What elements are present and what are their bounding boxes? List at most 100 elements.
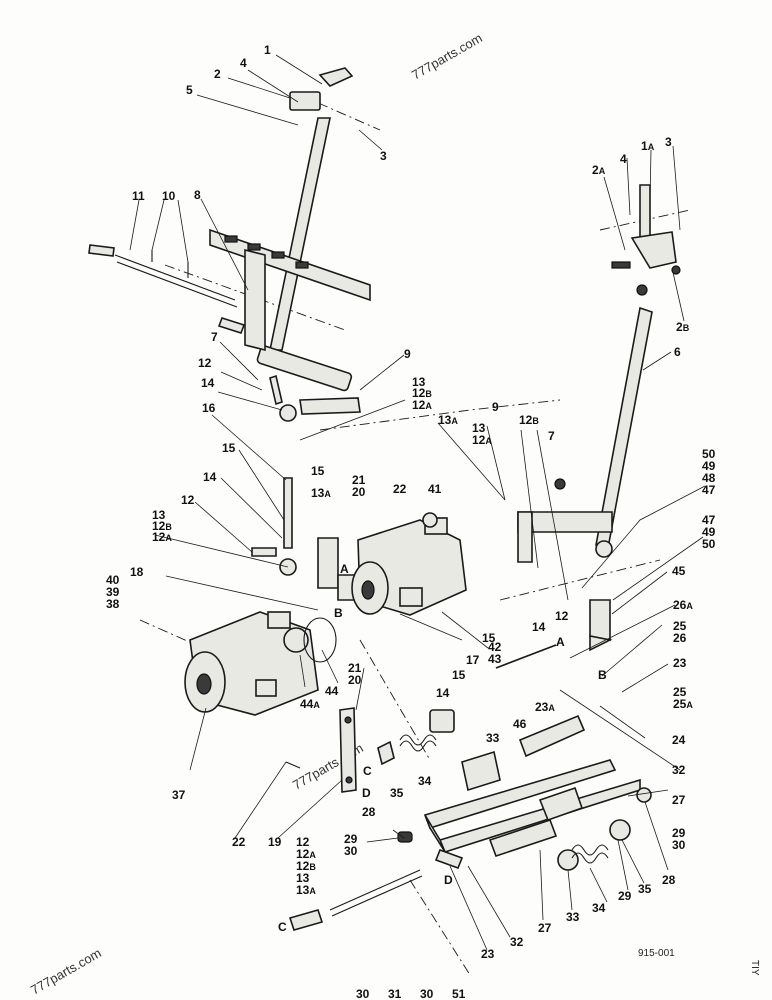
callout-1a: 1A [641, 139, 655, 153]
callout-2b: 2B [676, 320, 690, 334]
marker-d-upper: D [362, 786, 371, 800]
callout-32: 32 [672, 763, 686, 777]
marker-d-lower: D [444, 873, 453, 887]
marker-b-lower: B [598, 668, 607, 682]
callout-22: 22 [393, 482, 407, 496]
link-bar-lower [285, 707, 357, 793]
callout-4: 4 [240, 56, 247, 70]
callout-20-lower: 20 [348, 673, 362, 687]
callout-48: 48 [702, 471, 716, 485]
base-plate [423, 759, 641, 853]
callout-12-lower: 12 [296, 835, 310, 849]
callout-13a-top: 13A [438, 413, 458, 427]
leader-lines [129, 54, 706, 951]
callout-50-b: 50 [702, 537, 716, 551]
callout-45: 45 [672, 564, 686, 578]
marker-c-upper: C [363, 764, 372, 778]
callout-12: 12 [198, 356, 212, 370]
callout-47-b: 47 [702, 513, 716, 527]
hydraulic-pump-lower [184, 611, 337, 716]
callout-6: 6 [674, 345, 681, 359]
callout-10: 10 [162, 189, 176, 203]
callout-32-lower: 32 [510, 935, 524, 949]
part-callouts: 1 2 4 5 3 1A 3 2A 4 11 10 8 2B 6 7 12 14… [106, 43, 716, 1000]
callout-44a: 44A [300, 697, 320, 711]
callout-28-right: 28 [662, 873, 676, 887]
callout-24: 24 [672, 733, 686, 747]
callout-14-left: 14 [203, 470, 217, 484]
callout-34: 34 [418, 774, 432, 788]
callout-12a-lower: 12A [296, 847, 316, 861]
callout-23-lower: 23 [481, 947, 495, 961]
callout-19: 19 [268, 835, 282, 849]
callout-46: 46 [513, 717, 527, 731]
callout-7: 7 [211, 330, 218, 344]
callout-5: 5 [186, 83, 193, 97]
callout-14: 14 [201, 376, 215, 390]
hydraulic-pump-upper [351, 512, 467, 616]
callout-34-right: 34 [592, 901, 606, 915]
callout-13a-lower: 13A [296, 883, 316, 897]
centre-line [499, 559, 661, 601]
bracket-45 [589, 599, 613, 652]
lower-control-rod [288, 831, 464, 931]
callout-29-right: 29 [618, 889, 632, 903]
callout-26a: 26A [673, 598, 693, 612]
callout-12-mid: 12 [555, 609, 569, 623]
callout-39: 39 [106, 585, 120, 599]
callout-33: 33 [486, 731, 500, 745]
callout-4-right: 4 [620, 152, 627, 166]
callout-38: 38 [106, 597, 120, 611]
frame-bracket [209, 228, 371, 352]
callout-28: 28 [362, 805, 376, 819]
callout-12-left: 12 [181, 493, 195, 507]
cross-shaft [88, 244, 246, 334]
callout-35: 35 [390, 786, 404, 800]
callout-12b-right: 12B [519, 413, 539, 427]
callout-23: 23 [673, 656, 687, 670]
callout-2: 2 [214, 67, 221, 81]
callout-23a: 23A [535, 700, 555, 714]
watermark-top: 777parts.com [409, 30, 485, 82]
marker-a-lower: A [556, 635, 565, 649]
callout-7-right: 7 [548, 429, 555, 443]
callout-13-lower: 13 [296, 871, 310, 885]
callout-15: 15 [311, 464, 325, 478]
callout-8: 8 [194, 188, 201, 202]
callout-40: 40 [106, 573, 120, 587]
spring-34 [399, 734, 437, 752]
callout-44: 44 [325, 684, 339, 698]
callout-49: 49 [702, 459, 716, 473]
callout-16: 16 [202, 401, 216, 415]
corner-mark: TIY [749, 960, 760, 976]
callout-50: 50 [702, 447, 716, 461]
callout-20: 20 [352, 485, 366, 499]
centre-line [409, 879, 471, 976]
callout-bottom-2: 31 [388, 987, 402, 1000]
callout-26: 26 [673, 631, 687, 645]
callout-37: 37 [172, 788, 186, 802]
callout-17: 17 [466, 653, 480, 667]
callout-30-left: 30 [344, 844, 358, 858]
marker-a-upper: A [340, 562, 349, 576]
callout-27: 27 [672, 793, 686, 807]
callout-2a: 2A [592, 163, 606, 177]
callout-15-mid: 15 [482, 631, 496, 645]
callout-49-b: 49 [702, 525, 716, 539]
servo-assembly-upper [377, 644, 586, 792]
callout-29-left: 29 [344, 832, 358, 846]
callout-29: 29 [672, 826, 686, 840]
callout-15-lower: 15 [452, 668, 466, 682]
callout-33-right: 33 [566, 910, 580, 924]
callout-9-right: 9 [492, 400, 499, 414]
callout-12a-right: 12A [472, 433, 492, 447]
callout-22-lower: 22 [232, 835, 246, 849]
callout-11: 11 [132, 189, 145, 203]
main-control-lever [256, 67, 361, 415]
callout-43: 43 [488, 652, 502, 666]
callout-41: 41 [428, 482, 442, 496]
callout-21-lower: 21 [348, 661, 362, 675]
callout-bottom-1: 30 [356, 987, 370, 1000]
